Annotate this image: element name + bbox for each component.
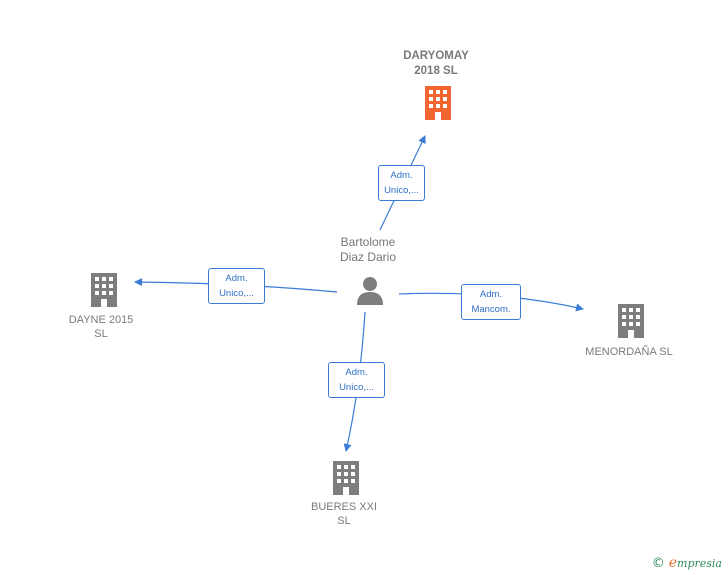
brand-initial: e — [668, 555, 678, 571]
company-node-menordana[interactable] — [614, 303, 648, 339]
person-node[interactable] — [354, 275, 386, 307]
company-name-daryomay[interactable]: DARYOMAY 2018 SL — [403, 50, 469, 77]
edge-label-dayne[interactable]: Adm. Unico,... — [208, 268, 265, 304]
company-node-dayne[interactable] — [87, 272, 121, 308]
company-name-dayne[interactable]: DAYNE 2015 SL — [68, 314, 134, 340]
building-icon — [618, 304, 644, 338]
building-icon — [333, 461, 359, 495]
company-name-bueres[interactable]: BUERES XXI SL — [310, 501, 378, 527]
person-name[interactable]: Bartolome Diaz Dario — [339, 235, 397, 264]
edge-label-bueres[interactable]: Adm. Unico,... — [328, 362, 385, 398]
person-icon — [357, 277, 383, 305]
company-name-menordana[interactable]: MENORDAÑA SL — [585, 346, 673, 358]
copyright-icon: © — [651, 556, 665, 571]
edge-label-daryomay[interactable]: Adm. Unico,... — [378, 165, 425, 201]
brand-watermark: ©empresia — [652, 555, 722, 571]
building-icon — [91, 273, 117, 307]
building-icon — [425, 86, 451, 120]
edge-label-menordana[interactable]: Adm. Mancom. — [461, 284, 521, 320]
company-node-bueres[interactable] — [329, 460, 363, 496]
brand-text: mpresia — [677, 557, 722, 570]
company-node-daryomay[interactable] — [421, 85, 455, 121]
